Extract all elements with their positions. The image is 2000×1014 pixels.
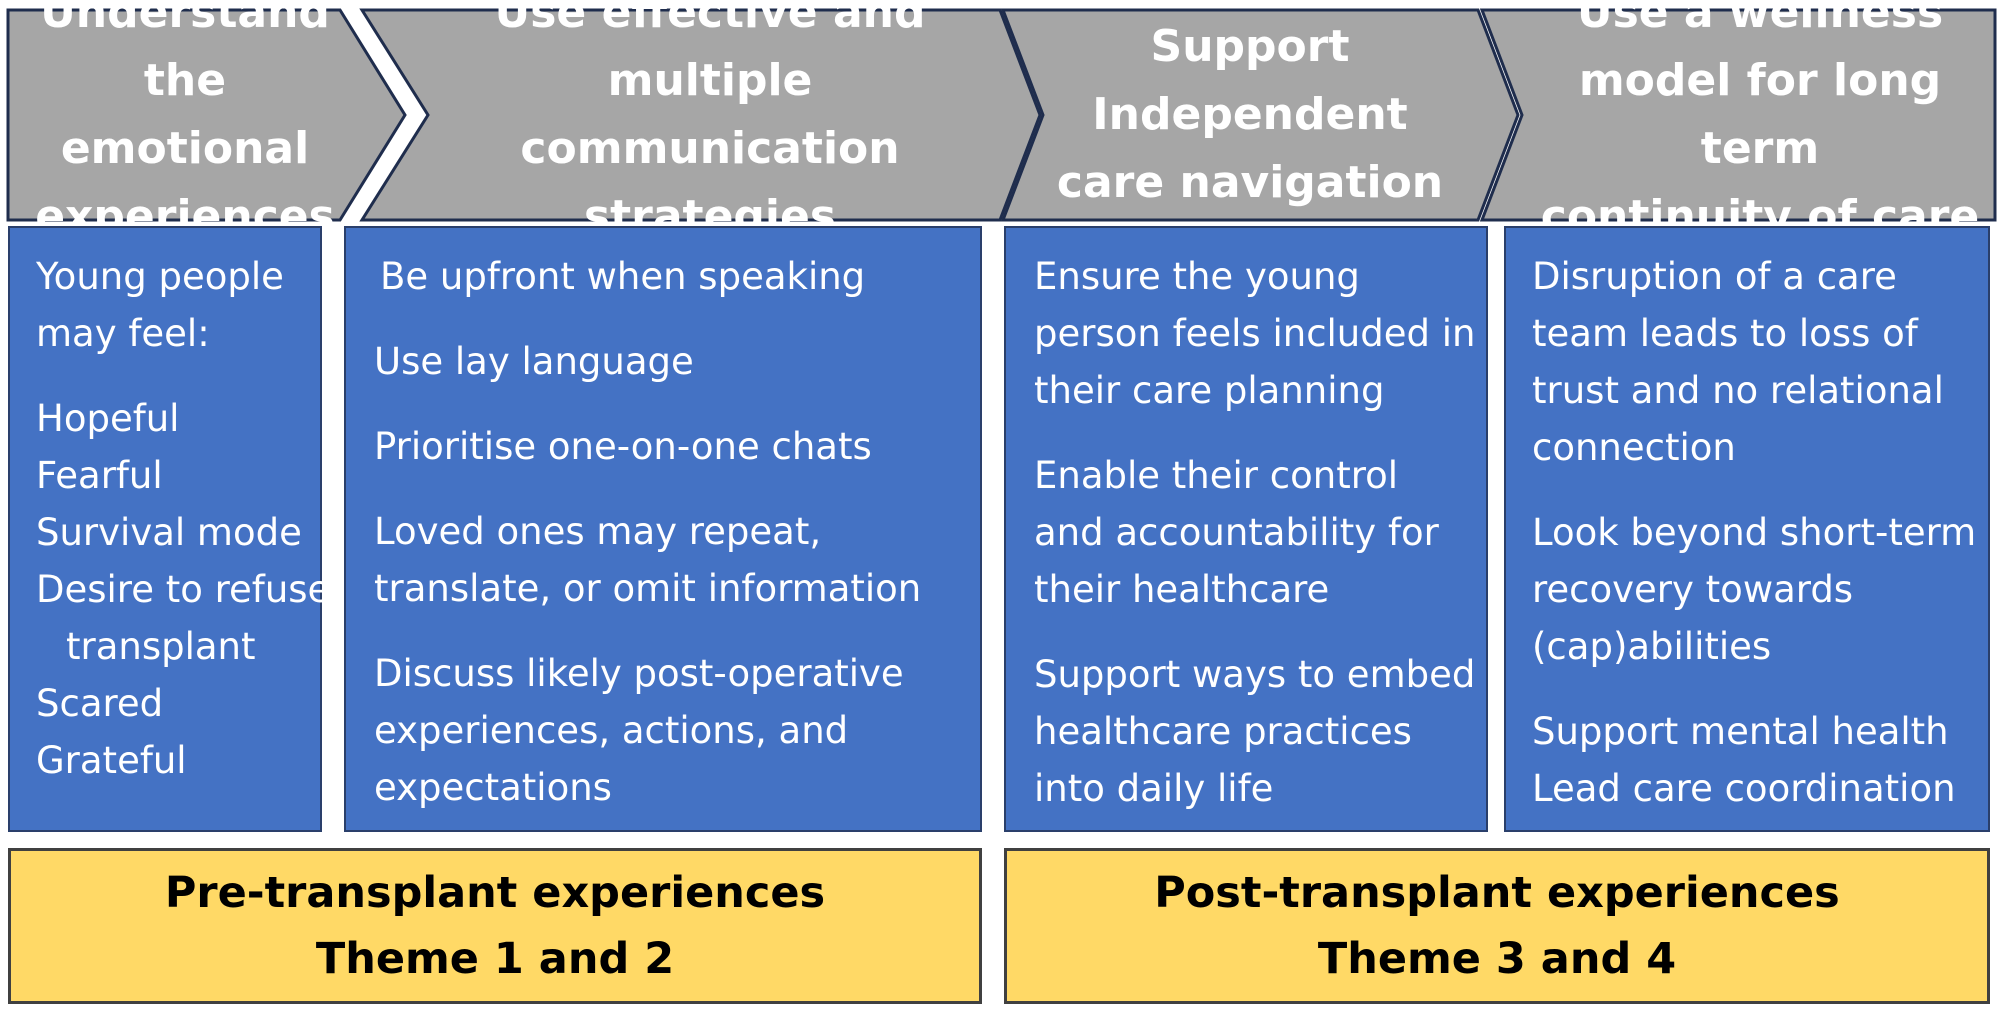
header-line: the emotional — [60, 55, 310, 174]
post-transplant-banner: Post-transplant experiences Theme 3 and … — [1004, 848, 1990, 1004]
header-line: Use effective and — [494, 0, 926, 38]
text-line: team leads to loss of — [1532, 312, 1918, 355]
header-line: care navigation — [1056, 157, 1444, 208]
text-line: Discuss likely post-operative — [374, 652, 904, 695]
feeling-item: Scared — [36, 682, 164, 725]
navigation-item: Enable their control and accountability … — [1034, 447, 1486, 618]
banner-title: Pre-transplant experiences — [164, 868, 826, 918]
chevron-shape-3 — [1000, 8, 1520, 222]
header-line: Use a wellness — [1576, 0, 1944, 38]
feeling-item-continued: transplant — [66, 625, 256, 668]
text-line: (cap)abilities — [1532, 625, 1772, 668]
theme-4-header: Use a wellness model for long term conti… — [1525, 0, 1995, 242]
text-line: Use lay language — [374, 340, 694, 383]
navigation-item: Support ways to embed healthcare practic… — [1034, 646, 1486, 817]
wellness-item: Support mental health Lead care coordina… — [1532, 703, 1988, 817]
feeling-item: Hopeful — [36, 397, 180, 440]
banner-title: Post-transplant experiences — [1154, 868, 1840, 918]
banner-subtitle: Theme 3 and 4 — [1317, 934, 1677, 984]
text-line: connection — [1532, 426, 1736, 469]
text-line: Enable their control — [1034, 454, 1399, 497]
strategy-item: Prioritise one-on-one chats — [374, 418, 980, 475]
text-line: healthcare practices — [1034, 710, 1412, 753]
text-line: Support ways to embed — [1034, 653, 1476, 696]
header-line: Support — [1150, 21, 1350, 72]
feelings-intro: Young people may feel: — [36, 248, 320, 362]
theme-2-column: Be upfront when speaking Use lay languag… — [344, 226, 982, 832]
theme-4-column: Disruption of a care team leads to loss … — [1504, 226, 1990, 832]
wellness-item: Disruption of a care team leads to loss … — [1532, 248, 1988, 476]
wellness-item: Look beyond short-term recovery towards … — [1532, 504, 1988, 675]
feeling-item: Grateful — [36, 739, 187, 782]
text-line: their healthcare — [1034, 568, 1330, 611]
strategy-item: Loved ones may repeat, translate, or omi… — [374, 503, 980, 617]
pre-transplant-banner: Pre-transplant experiences Theme 1 and 2 — [8, 848, 982, 1004]
header-line: Understand — [40, 0, 330, 38]
strategy-item: Use lay language — [374, 333, 980, 390]
text-line: may feel: — [36, 312, 210, 355]
header-line: Independent — [1092, 89, 1408, 140]
text-line: Ensure the young — [1034, 255, 1360, 298]
text-line: Be upfront when speaking — [380, 255, 866, 298]
theme-3-header: Support Independent care navigation — [1030, 10, 1470, 220]
text-line: translate, or omit information — [374, 567, 922, 610]
text-line: their care planning — [1034, 369, 1385, 412]
text-line: Disruption of a care — [1532, 255, 1897, 298]
navigation-item: Ensure the young person feels included i… — [1034, 248, 1486, 419]
text-line: person feels included in — [1034, 312, 1476, 355]
theme-1-column: Young people may feel: Hopeful Fearful S… — [8, 226, 331, 832]
text-line: Loved ones may repeat, — [374, 510, 822, 553]
feelings-list: Hopeful Fearful Survival mode Desire to … — [36, 390, 331, 789]
chevron-shape-4 — [1479, 8, 1997, 222]
text-line: trust and no relational — [1532, 369, 1944, 412]
chevron-shape-2 — [359, 8, 1042, 222]
feeling-item: Survival mode — [36, 511, 302, 554]
feeling-item: Desire to refuse — [36, 568, 331, 611]
text-line: experiences, actions, and — [374, 709, 849, 752]
banner-subtitle: Theme 1 and 2 — [315, 934, 675, 984]
strategy-item: Be upfront when speaking — [374, 248, 980, 305]
text-line: Support mental health — [1532, 710, 1949, 753]
chevron-shape-1 — [6, 8, 407, 222]
text-line: Look beyond short-term — [1532, 511, 1977, 554]
text-line: Lead care coordination — [1532, 767, 1956, 810]
text-line: and accountability for — [1034, 511, 1439, 554]
theme-1-header: Understand the emotional experiences — [20, 0, 350, 242]
text-line: Prioritise one-on-one chats — [374, 425, 872, 468]
chevron-header-row — [6, 8, 1997, 222]
text-line: recovery towards — [1532, 568, 1854, 611]
theme-3-column: Ensure the young person feels included i… — [1004, 226, 1488, 832]
feeling-item: Fearful — [36, 454, 163, 497]
text-line: expectations — [374, 766, 612, 809]
text-line: into daily life — [1034, 767, 1274, 810]
text-line: Young people — [36, 255, 284, 298]
header-line: model for long term — [1578, 55, 1942, 174]
strategy-item: Discuss likely post-operative experience… — [374, 645, 980, 816]
theme-2-header: Use effective and multiple communication… — [420, 0, 1000, 242]
header-line: multiple communication — [520, 55, 900, 174]
